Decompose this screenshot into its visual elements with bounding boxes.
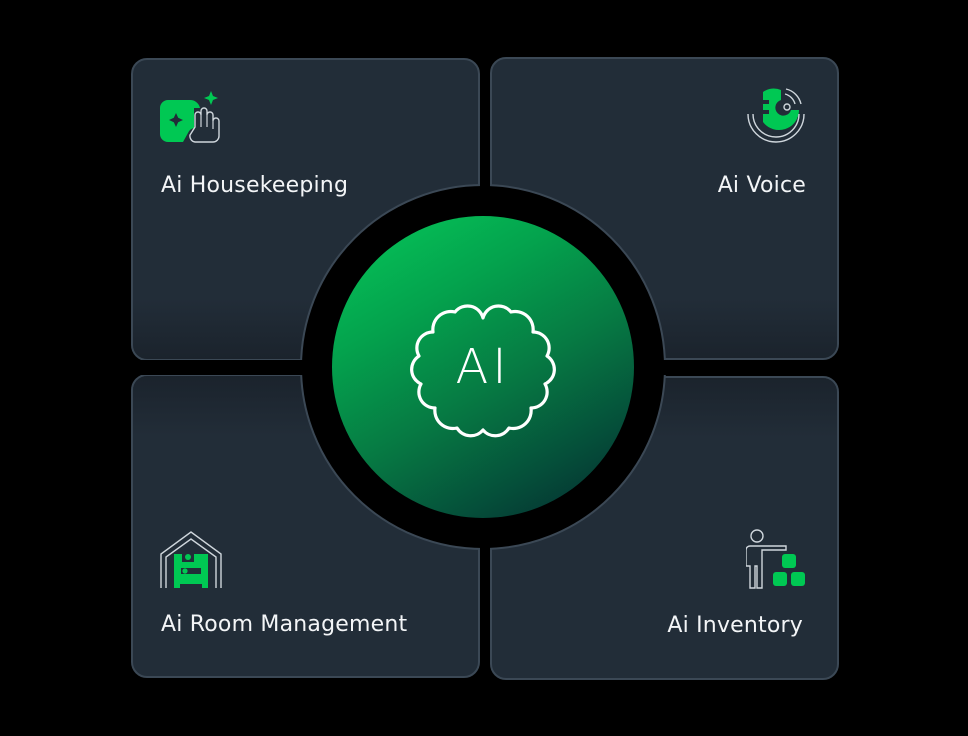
brain-cloud-icon	[410, 304, 556, 438]
divider	[480, 546, 490, 680]
center-label: AI	[455, 339, 511, 395]
card-label: Ai Inventory	[667, 613, 803, 638]
housekeeping-hand-sparkle-icon	[160, 91, 220, 143]
divider	[663, 360, 839, 375]
voice-microphone-signal-icon	[747, 88, 805, 143]
room-bed-house-icon	[160, 531, 222, 588]
inventory-person-boxes-icon	[746, 529, 805, 589]
card-label: Ai Housekeeping	[161, 173, 349, 198]
divider	[480, 58, 490, 188]
center-ai-circle: AI	[332, 216, 634, 518]
card-label: Ai Room Management	[161, 612, 408, 637]
divider	[131, 360, 303, 375]
card-label: Ai Voice	[717, 173, 806, 198]
